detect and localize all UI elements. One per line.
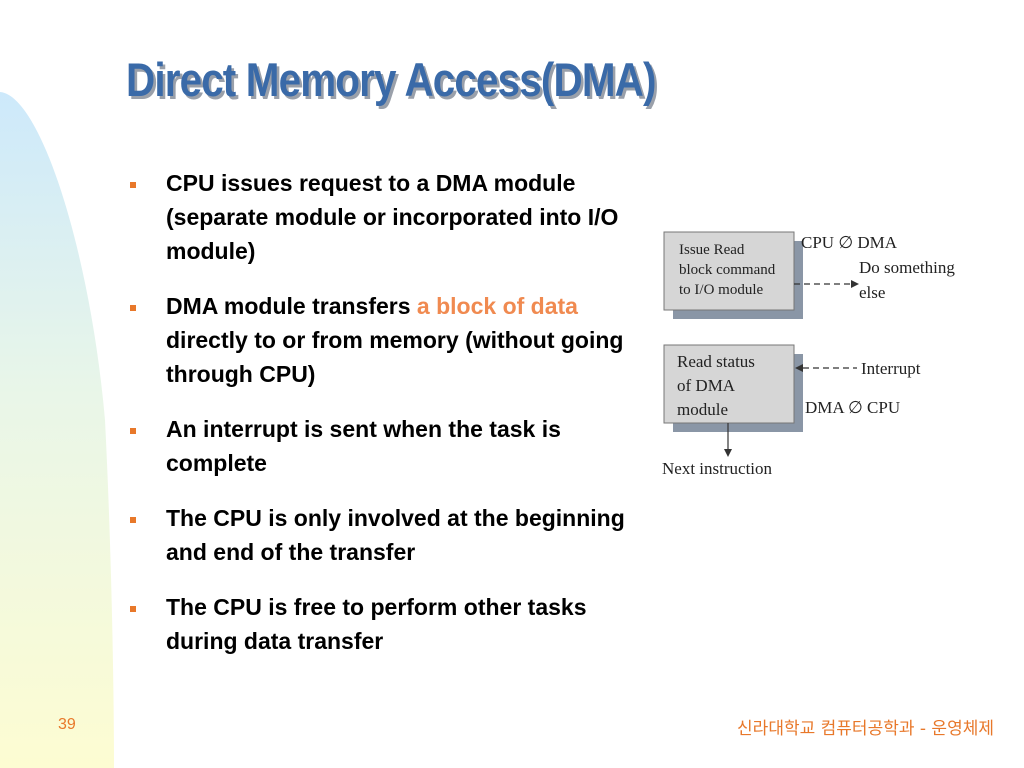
bullet-item: CPU issues request to a DMA module (sepa… [128,166,628,268]
footer-text: 신라대학교 컴퓨터공학과 - 운영체제 [737,719,994,739]
box2-read-status [663,344,795,424]
bullet-item: DMA module transfers a block of data dir… [128,289,628,391]
bullet-item: The CPU is free to perform other tasks d… [128,590,628,658]
label-cpu-dma: CPU ∅ DMA [801,233,898,252]
bullet-marker-icon [130,606,136,612]
bullet-marker-icon [130,517,136,523]
bullet-marker-icon [130,428,136,434]
bullet-marker-icon [130,182,136,188]
label-else: else [859,283,885,302]
bullet-text: The CPU is free to perform other tasks d… [166,594,587,654]
highlighted-text: a block of data [416,293,578,319]
box2-line1: Read status [677,352,755,371]
box2-line2: of DMA [677,376,736,395]
slide-title: Direct Memory Access(DMA) [126,53,656,106]
bullet-list: CPU issues request to a DMA module (sepa… [128,166,628,658]
slide-number: 39 [58,716,76,733]
bullet-text: CPU issues request to a DMA module (sepa… [166,170,619,264]
bullet-text: An interrupt is sent when the task is co… [166,416,561,476]
box1-line3: to I/O module [679,282,763,298]
label-dma-cpu: DMA ∅ CPU [805,398,900,417]
arrow-head-down [724,449,732,457]
dma-flow-diagram: Issue Read block command to I/O module C… [662,231,955,478]
bullet-item: The CPU is only involved at the beginnin… [128,501,628,569]
arrow-head-right [851,280,859,288]
bullet-text: The CPU is only involved at the beginnin… [166,505,625,565]
label-next-instruction: Next instruction [662,459,773,478]
bullet-marker-icon [130,305,136,311]
box1-issue-read [663,231,795,311]
box2-line3: module [677,400,728,419]
bullet-item: An interrupt is sent when the task is co… [128,412,628,480]
label-interrupt: Interrupt [861,359,921,378]
bullet-text: directly to or from memory (without goin… [166,327,624,387]
label-do-something: Do something [859,258,955,277]
arrow-head-left [795,364,803,372]
box1-line2: block command [679,262,776,278]
box1-line1: Issue Read [679,242,745,258]
bullet-text: DMA module transfers [166,293,417,319]
